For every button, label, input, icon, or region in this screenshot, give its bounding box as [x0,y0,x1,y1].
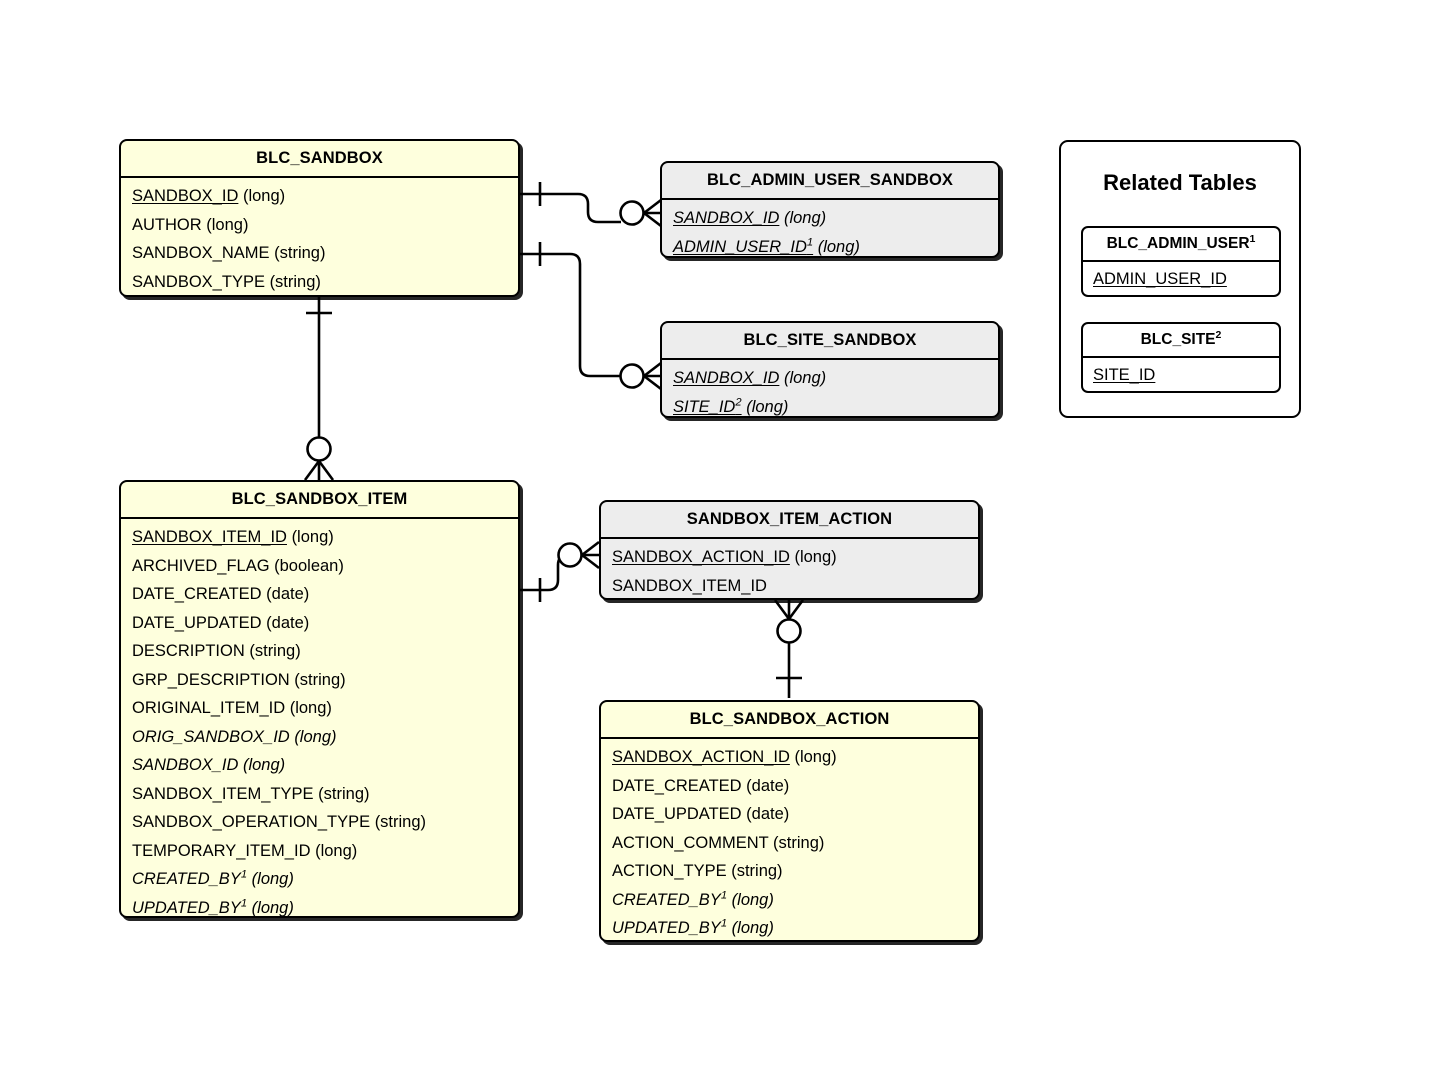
attribute-row: DATE_CREATED (date) [132,585,310,604]
attribute-row: SANDBOX_ID (long) [132,756,286,775]
legend-table-blc-site[interactable]: BLC_SITE2 SITE_ID [1081,322,1281,393]
legend-marker: 1 [1249,232,1256,245]
entity-blc-sandbox[interactable]: BLC_SANDBOX SANDBOX_ID (long) AUTHOR (lo… [119,139,520,297]
entity-blc-sandbox-action[interactable]: BLC_SANDBOX_ACTION SANDBOX_ACTION_ID (lo… [599,700,980,942]
entity-title: BLC_SITE_SANDBOX [662,323,998,361]
connector-sandbox-to-admin-user-sandbox [520,182,662,228]
fk-reference-marker: 1 [240,897,248,910]
attribute-row: SANDBOX_ID (long) [673,369,827,388]
attribute-row: SANDBOX_ID (long) [132,187,286,206]
attribute-row: ORIG_SANDBOX_ID (long) [132,727,337,746]
legend-table-title: BLC_ADMIN_USER1 [1083,228,1279,263]
attribute-row: ACTION_TYPE (string) [612,862,783,881]
entity-blc-sandbox-item[interactable]: BLC_SANDBOX_ITEM SANDBOX_ITEM_ID (long) … [119,480,520,918]
attribute-row: AUTHOR (long) [132,215,249,234]
attribute-row: SANDBOX_ITEM_ID (long) [132,528,334,547]
attribute-row: SANDBOX_ACTION_ID (long) [612,748,837,767]
legend-marker: 2 [1215,328,1222,341]
fk-reference-marker: 1 [720,917,728,930]
attribute-row: SITE_ID2 (long) [673,396,789,416]
attribute-row: SANDBOX_ITEM_TYPE (string) [132,784,370,803]
attribute-row: DESCRIPTION (string) [132,642,301,661]
attribute-row: SANDBOX_TYPE (string) [132,272,321,291]
legend-attribute-row: SITE_ID [1093,366,1156,385]
attribute-row: DATE_UPDATED (date) [132,613,310,632]
attribute-row: ARCHIVED_FLAG (boolean) [132,556,344,575]
legend-attribute-row: ADMIN_USER_ID [1093,270,1227,289]
attribute-row: ACTION_COMMENT (string) [612,833,825,852]
legend-title: Related Tables [1103,170,1257,195]
attribute-row: SANDBOX_ID (long) [673,209,827,228]
legend-table-title: BLC_SITE2 [1083,324,1279,359]
attribute-row: SANDBOX_OPERATION_TYPE (string) [132,813,427,832]
connector-sandbox-to-site-sandbox [520,242,662,391]
attribute-row: SANDBOX_NAME (string) [132,244,326,263]
entity-title: BLC_SANDBOX_ACTION [601,702,978,740]
attribute-row: ADMIN_USER_ID1 (long) [673,236,860,256]
entity-title: BLC_ADMIN_USER_SANDBOX [662,163,998,201]
connector-item-action-to-sandbox-action [773,599,805,698]
fk-reference-marker: 2 [735,396,742,409]
attribute-row: DATE_UPDATED (date) [612,805,790,824]
legend-table-blc-admin-user[interactable]: BLC_ADMIN_USER1 ADMIN_USER_ID [1081,226,1281,297]
attribute-row: TEMPORARY_ITEM_ID (long) [132,841,358,860]
entity-attribute-list: SANDBOX_ID (long) SITE_ID2 (long) [662,360,998,416]
attribute-row: CREATED_BY1 (long) [132,868,294,889]
entity-sandbox-item-action[interactable]: SANDBOX_ITEM_ACTION SANDBOX_ACTION_ID (l… [599,500,980,600]
attribute-row: GRP_DESCRIPTION (string) [132,670,346,689]
fk-reference-marker: 1 [240,868,248,881]
connector-sandbox-item-to-item-action [520,540,600,602]
entity-attribute-list: SANDBOX_ACTION_ID (long) SANDBOX_ITEM_ID [601,539,978,598]
entity-attribute-list: SANDBOX_ID (long) AUTHOR (long) SANDBOX_… [121,178,518,295]
connector-sandbox-to-sandbox-item [303,297,335,481]
entity-attribute-list: SANDBOX_ID (long) ADMIN_USER_ID1 (long) [662,200,998,256]
attribute-row: DATE_CREATED (date) [612,776,790,795]
related-tables-legend: Related Tables BLC_ADMIN_USER1 ADMIN_USE… [1059,140,1301,418]
entity-title: SANDBOX_ITEM_ACTION [601,502,978,540]
entity-attribute-list: SANDBOX_ITEM_ID (long) ARCHIVED_FLAG (bo… [121,519,518,917]
entity-title: BLC_SANDBOX_ITEM [121,482,518,520]
entity-blc-site-sandbox[interactable]: BLC_SITE_SANDBOX SANDBOX_ID (long) SITE_… [660,321,1000,418]
fk-reference-marker: 1 [720,889,728,902]
entity-attribute-list: SANDBOX_ACTION_ID (long) DATE_CREATED (d… [601,739,978,940]
entity-blc-admin-user-sandbox[interactable]: BLC_ADMIN_USER_SANDBOX SANDBOX_ID (long)… [660,161,1000,258]
attribute-row: SANDBOX_ITEM_ID [612,576,767,595]
attribute-row: ORIGINAL_ITEM_ID (long) [132,699,332,718]
attribute-row: UPDATED_BY1 (long) [132,897,294,917]
attribute-row: UPDATED_BY1 (long) [612,917,774,938]
attribute-row: CREATED_BY1 (long) [612,889,774,909]
entity-title: BLC_SANDBOX [121,141,518,179]
fk-reference-marker: 1 [806,236,814,249]
attribute-row: SANDBOX_ACTION_ID (long) [612,548,837,567]
